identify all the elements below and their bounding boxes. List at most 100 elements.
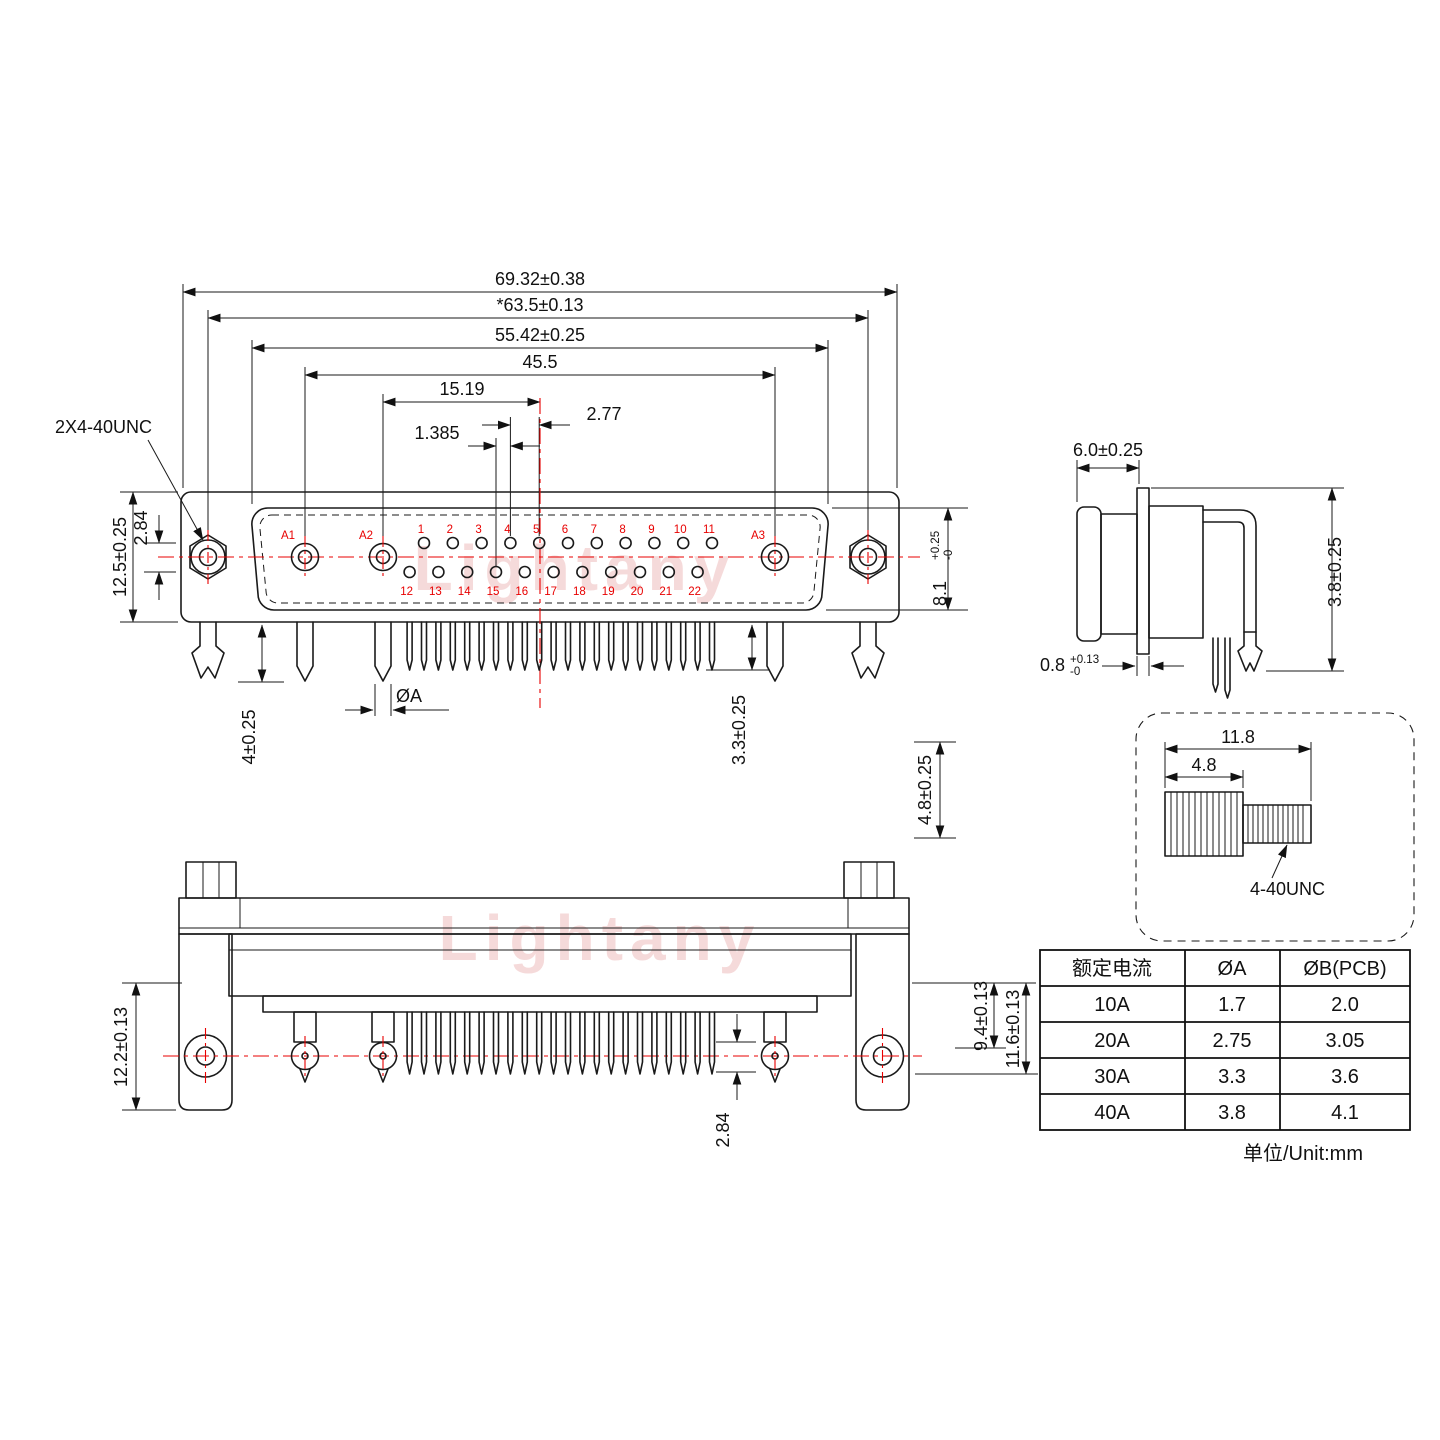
- svg-text:3.8±0.25: 3.8±0.25: [1325, 537, 1345, 607]
- pin-label: 11: [703, 524, 715, 536]
- pin-label: 14: [458, 586, 471, 598]
- dim-depth: 6.0±0.25: [1073, 440, 1143, 460]
- side-pin: [1212, 637, 1219, 693]
- power-pin-tail: [374, 621, 392, 682]
- side-view: 6.0±0.25 0.8 +0.13 -0 3.8±0.25: [1040, 440, 1345, 699]
- svg-text:2.84: 2.84: [131, 510, 151, 545]
- signal-pin-tail: [651, 1011, 658, 1075]
- spec-table: 额定电流 ØA ØB(PCB) 10A 1.7 2.0 20A 2.75 3.0…: [1039, 949, 1411, 1165]
- svg-text:3.6: 3.6: [1331, 1066, 1359, 1088]
- signal-pin-tail: [449, 621, 457, 671]
- svg-text:12.5±0.25: 12.5±0.25: [110, 517, 130, 597]
- pin-label: 18: [573, 586, 586, 598]
- dim-flange-thickness: 0.8 +0.13 -0: [1040, 654, 1099, 678]
- signal-pin: [432, 565, 445, 579]
- svg-text:-0: -0: [943, 550, 955, 560]
- svg-text:3.3: 3.3: [1218, 1066, 1246, 1088]
- unit-note: 单位/Unit:mm: [1243, 1142, 1363, 1165]
- signal-pin: [705, 536, 719, 550]
- signal-pin-tail: [521, 621, 529, 671]
- thread-callout: 2X4-40UNC: [55, 417, 152, 437]
- signal-pin: [460, 565, 474, 579]
- signal-pin-tail: [636, 1011, 644, 1075]
- svg-text:10A: 10A: [1094, 994, 1130, 1016]
- signal-pin-tail: [679, 1011, 687, 1075]
- table-row: 30A 3.3 3.6: [1094, 1066, 1359, 1088]
- svg-text:+0.25: +0.25: [930, 531, 942, 560]
- dim-signal-pin-length: 3.3±0.25: [729, 695, 749, 765]
- mount-bracket-left: [178, 933, 233, 1111]
- dim-coax-span: 45.5: [522, 352, 557, 372]
- svg-text:3.3±0.25: 3.3±0.25: [729, 695, 749, 765]
- pin-label: 20: [631, 586, 644, 598]
- pin-label: 15: [487, 586, 500, 598]
- signal-pin-tail: [708, 621, 716, 671]
- dim-screw-total-length: 11.8: [1221, 727, 1255, 747]
- watermark-text: Lightany: [439, 902, 762, 974]
- signal-pin: [604, 565, 618, 579]
- mount-bracket-right: [855, 933, 910, 1111]
- dim-bracket-height: 12.2±0.13: [111, 1007, 131, 1087]
- svg-text:20A: 20A: [1094, 1030, 1130, 1052]
- side-shell: [1100, 513, 1138, 635]
- signal-pin-tail: [679, 621, 687, 671]
- svg-text:2.84: 2.84: [713, 1112, 733, 1147]
- pin-label: 22: [688, 586, 701, 598]
- signal-pin: [590, 536, 604, 550]
- power-pin-point: [299, 1068, 311, 1083]
- dim-mount-spacing: *63.5±0.13: [497, 295, 584, 315]
- signal-pin-tail: [694, 621, 701, 671]
- signal-pin-tail: [694, 1011, 701, 1075]
- screw-shaft: [1242, 804, 1312, 844]
- pin-label: 8: [619, 524, 625, 536]
- table-row: 10A 1.7 2.0: [1094, 994, 1359, 1016]
- d-flange-hidden-edge: [259, 514, 821, 604]
- signal-pin-tail: [449, 1011, 457, 1075]
- watermark-text: Lightany: [414, 532, 737, 604]
- housing-step: [262, 995, 818, 1013]
- svg-text:30A: 30A: [1094, 1066, 1130, 1088]
- signal-pin: [475, 536, 488, 550]
- svg-text:4.8±0.25: 4.8±0.25: [915, 755, 935, 825]
- signal-pin-tail: [579, 621, 586, 671]
- svg-text:9.4±0.13: 9.4±0.13: [971, 981, 991, 1051]
- dim-power-pin-length: 4.8±0.25: [915, 755, 935, 825]
- side-bracket: [1202, 509, 1257, 633]
- svg-text:12.2±0.13: 12.2±0.13: [111, 1007, 131, 1087]
- pin-label: 7: [591, 524, 597, 536]
- signal-pin: [547, 565, 560, 579]
- signal-pin-tail: [607, 1011, 615, 1075]
- signal-pin-tail: [420, 621, 428, 671]
- signal-pin-tail: [593, 1011, 601, 1075]
- pin-label: 13: [429, 586, 442, 598]
- signal-pin-tail: [636, 621, 644, 671]
- signal-pin: [662, 565, 676, 579]
- svg-text:2.0: 2.0: [1331, 994, 1359, 1016]
- hex-screw-left: [185, 861, 237, 899]
- signal-pin-tail: [492, 621, 500, 671]
- svg-text:8.1: 8.1: [930, 581, 950, 606]
- detail-border: [1135, 712, 1415, 942]
- back-view: 12.2±0.13 9.4±0.13 11.6±0.13 2.84: [111, 861, 1038, 1148]
- screw-knurl: [1170, 792, 1238, 856]
- power-pin-tail: [766, 621, 784, 682]
- table-header-current: 额定电流: [1072, 957, 1152, 980]
- signal-pin: [576, 565, 589, 579]
- svg-text:3.8: 3.8: [1218, 1102, 1246, 1124]
- signal-pin-tail: [435, 1011, 442, 1075]
- svg-text:11.6±0.13: 11.6±0.13: [1003, 990, 1023, 1069]
- dim-pin-offset: 3.8±0.25: [1325, 537, 1345, 607]
- signal-pin: [532, 536, 546, 550]
- power-pin-tail: [296, 621, 314, 682]
- pin-label: 5: [533, 524, 539, 536]
- dim-dshell-height: 8.1 +0.25 -0: [930, 531, 955, 606]
- signal-pin-tail: [478, 621, 485, 671]
- signal-pin-tail: [406, 621, 413, 671]
- dim-boardlock-length: 4±0.25: [239, 710, 259, 765]
- dim-body-height: 12.5±0.25: [110, 517, 130, 597]
- signal-pin-tail: [708, 1011, 716, 1075]
- pin-label: A3: [751, 530, 765, 542]
- dim-pin-row1: 9.4±0.13: [971, 981, 991, 1051]
